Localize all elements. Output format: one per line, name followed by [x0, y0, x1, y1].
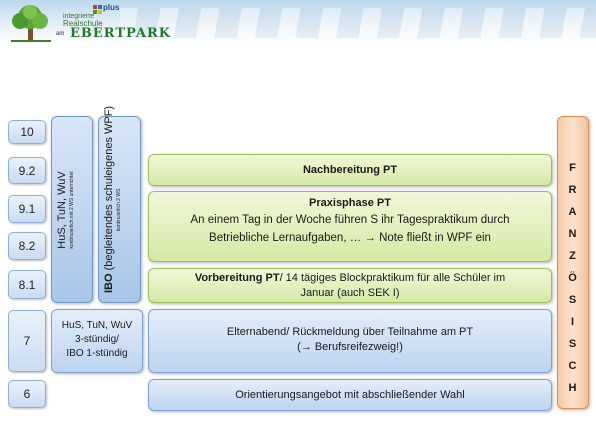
box7-line-2: 3-stündig/	[75, 334, 119, 345]
plus-squares-icon	[93, 5, 102, 14]
logo-am: am	[56, 31, 65, 37]
vorbereitung-title: Vorbereitung PT	[194, 272, 280, 284]
praxisphase-bar: Praxisphase PT An einem Tag in der Woche…	[148, 191, 552, 262]
fr-letter: I	[570, 316, 576, 328]
hus-vertical-note: kontinuierlich mit 2 WS unterrichtet	[69, 171, 75, 249]
fr-letter: A	[568, 206, 578, 218]
grade-9-1: 9.1	[8, 195, 46, 223]
hus-vertical-label: HuS, TuN, WuV	[56, 171, 68, 249]
ibo-vertical-note: kontinuierlich 2 WS	[116, 188, 122, 232]
box7-line-3: IBO 1-stündig	[66, 348, 128, 359]
fr-letter: Ö	[568, 272, 578, 284]
hus-ibo-hours-box: HuS, TuN, WuV 3-stündig/ IBO 1-stündig	[51, 309, 143, 373]
logo-school-type: Realschule	[63, 19, 103, 28]
grade-7: 7	[8, 310, 46, 372]
grade-9-2: 9.2	[8, 157, 46, 184]
fr-letter: C	[568, 360, 578, 372]
fr-letter: Z	[569, 250, 577, 262]
ibo-box: IBO (begleitendes schuleigenes WPF) kont…	[98, 106, 141, 303]
ibo-label: IBO	[103, 273, 115, 293]
fr-letter: S	[568, 338, 578, 350]
grade-10: 10	[8, 120, 46, 144]
sky-background	[120, 8, 596, 38]
logo-subtitle: integrierte	[63, 13, 95, 20]
vorbereitung-text: / 14 tägiges Blockpraktikum für alle Sch…	[279, 272, 506, 284]
praxisphase-title: Praxisphase PT	[309, 197, 391, 209]
praxisphase-line-1: An einem Tag in der Woche führen S ihr T…	[190, 214, 510, 226]
tree-icon	[11, 5, 51, 42]
logo-name: EBERTPARK	[70, 26, 172, 41]
elternabend-bar: Elternabend/ Rückmeldung über Teilnahme …	[148, 309, 552, 373]
fr-letter: F	[569, 162, 577, 174]
box7-line-1: HuS, TuN, WuV	[61, 320, 133, 331]
ibo-description: (begleitendes schuleigenes WPF)	[103, 105, 115, 274]
fr-letter: H	[568, 382, 578, 394]
praxisphase-line-2: Betriebliche Lernaufgaben, … → Note flie…	[209, 232, 491, 244]
hus-tun-wuv-box: HuS, TuN, WuV kontinuierlich mit 2 WS un…	[51, 116, 93, 303]
elternabend-line-2: (→ Berufsreifezweig!)	[297, 341, 403, 353]
logo-plus: plus	[103, 3, 120, 12]
fr-letter: R	[568, 184, 578, 196]
grade-8-2: 8.2	[8, 232, 46, 260]
vorbereitung-line-2: Januar (auch SEK I)	[300, 287, 400, 299]
fr-letter: N	[568, 228, 578, 240]
header-banner	[0, 0, 596, 44]
franzoesisch-column: F R A N Z Ö S I S C H	[557, 116, 589, 409]
grade-6: 6	[8, 380, 46, 408]
vorbereitung-bar: Vorbereitung PT/ 14 tägiges Blockpraktik…	[148, 268, 552, 303]
nachbereitung-bar: Nachbereitung PT	[148, 154, 552, 186]
orientierung-bar: Orientierungsangebot mit abschließender …	[148, 379, 552, 411]
fr-letter: S	[568, 294, 578, 306]
elternabend-line-1: Elternabend/ Rückmeldung über Teilnahme …	[226, 326, 474, 338]
grade-8-1: 8.1	[8, 270, 46, 299]
